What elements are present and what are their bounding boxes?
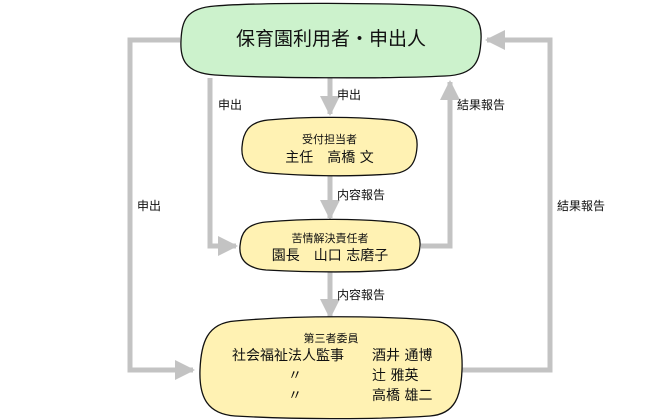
- node-reception-person: 主任 高橋 文: [285, 150, 374, 166]
- label-third-party-to-users: 結果報告: [557, 199, 606, 213]
- node-users-box: [180, 2, 482, 79]
- third-party-member-name: 高橋 雄二: [372, 388, 433, 404]
- node-resolver-box: [239, 218, 421, 273]
- node-resolver-person: 園長 山口 志磨子: [271, 248, 389, 264]
- node-reception-role: 受付担当者: [302, 133, 357, 146]
- third-party-org: 〃: [288, 388, 302, 404]
- arrow-users-to-third-party: [127, 37, 195, 380]
- arrow-resolver-to-users: [421, 80, 460, 249]
- label-reception-to-resolver: 内容報告: [337, 188, 386, 202]
- label-resolver-to-users: 結果報告: [457, 98, 506, 112]
- third-party-org: 〃: [288, 368, 302, 384]
- node-users-title: 保育園利用者・申出人: [235, 28, 426, 50]
- arrow-users-to-resolver: [207, 78, 238, 256]
- third-party-org: 社会福祉法人監事: [232, 348, 344, 364]
- arrow-third-party-to-users: [460, 30, 553, 373]
- label-users-to-third-party: 申出: [137, 199, 162, 213]
- third-party-member-name: 辻 雅英: [372, 368, 419, 384]
- node-third-party-role: 第三者委員: [303, 332, 359, 345]
- label-resolver-to-third-party: 内容報告: [337, 288, 386, 302]
- node-resolver-role: 苦情解決責任者: [291, 232, 369, 245]
- label-users-to-resolver: 申出: [218, 98, 243, 112]
- third-party-member-name: 酒井 通博: [372, 348, 433, 364]
- node-third-party-box: [199, 316, 463, 420]
- node-reception-box: [241, 116, 418, 177]
- label-users-to-reception: 申出: [337, 88, 362, 102]
